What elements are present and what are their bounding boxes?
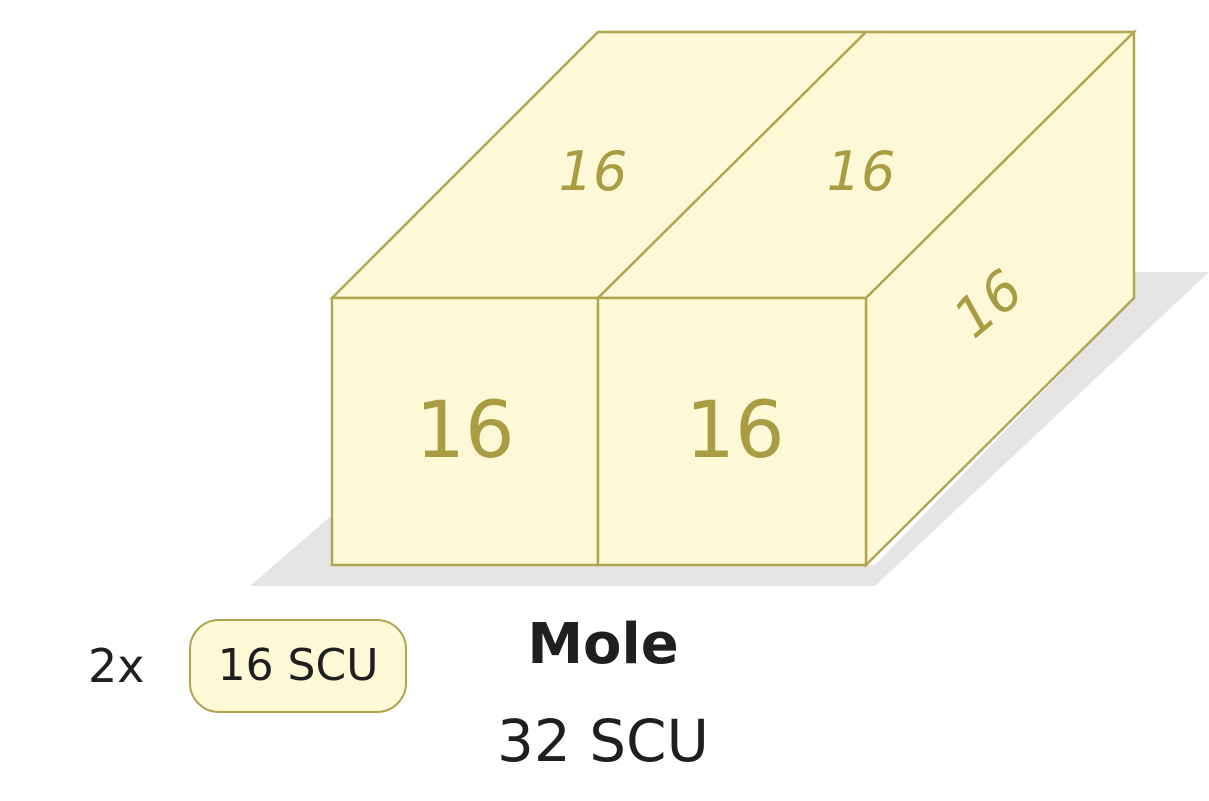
front-face-right <box>596 296 868 567</box>
top-label-left: 16 <box>559 140 628 203</box>
floor-shadow <box>250 272 1209 586</box>
container-size-label: 16 SCU <box>217 640 379 691</box>
container-count: 2x <box>88 639 145 693</box>
container-size-badge: 16 SCU <box>189 619 407 713</box>
front-label-right: 16 <box>685 386 784 476</box>
ship-name: Mole <box>527 612 679 677</box>
ship-total-capacity: 32 SCU <box>496 707 709 775</box>
top-label-right: 16 <box>827 140 896 203</box>
front-face-left <box>330 296 600 567</box>
front-label-left: 16 <box>415 386 514 476</box>
